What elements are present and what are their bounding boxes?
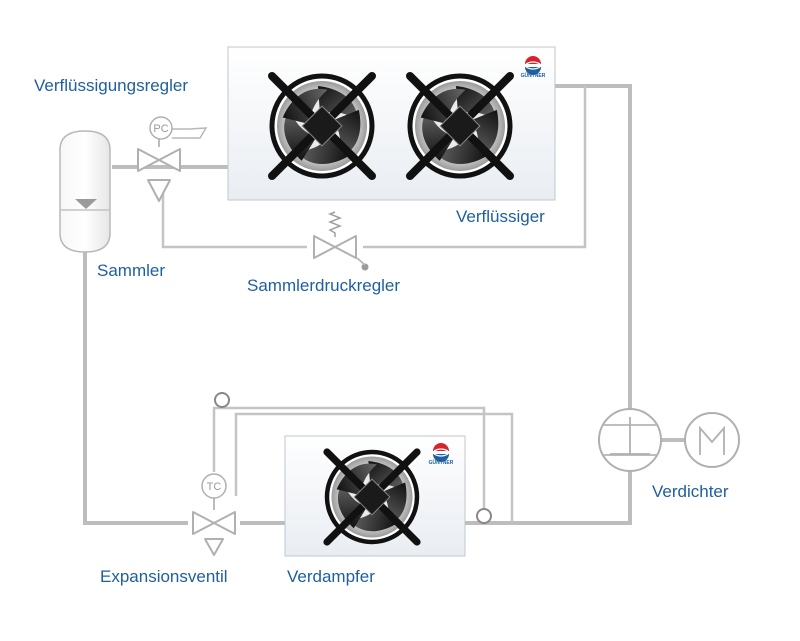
pipe-compressor-to-condenser <box>555 84 632 410</box>
pipe-receiver-to-expansion <box>83 250 188 525</box>
label-receiver: Sammler <box>97 261 165 280</box>
label-condensing-regulator: Verflüssigungsregler <box>34 76 188 95</box>
svg-text:PC: PC <box>153 123 168 135</box>
condenser-unit: GÜNTNER <box>227 46 556 201</box>
svg-text:GÜNTNER: GÜNTNER <box>521 72 546 79</box>
label-expansion-valve: Expansionsventil <box>100 567 228 586</box>
spring-icon <box>327 211 343 237</box>
fan-icon <box>269 76 372 180</box>
pipe-equalizer-line <box>234 412 514 523</box>
label-condenser: Verflüssiger <box>456 207 545 226</box>
receiver-vessel <box>59 130 111 253</box>
svg-text:GÜNTNER: GÜNTNER <box>429 459 454 466</box>
evaporator-unit: GÜNTNER <box>284 435 466 557</box>
pipe-sensor-line <box>212 406 486 508</box>
fan-icon <box>407 76 510 180</box>
pressure-controller-icon: PC <box>149 116 173 140</box>
motor-icon <box>684 412 740 468</box>
piping <box>83 84 632 525</box>
sensor-bulb-icon <box>476 508 492 524</box>
labels: Verflüssigungsregler Verflüssiger Sammle… <box>34 76 729 586</box>
temperature-controller-icon: TC <box>201 473 227 499</box>
label-receiver-pressure-regulator: Sammlerdruckregler <box>247 276 400 295</box>
brand-logo-icon: GÜNTNER <box>429 442 454 466</box>
pipe-bypass-right <box>363 86 587 249</box>
compressor-icon <box>598 408 662 472</box>
liquid-level-icon <box>75 199 97 209</box>
label-evaporator: Verdampfer <box>287 567 375 586</box>
brand-logo-icon: GÜNTNER <box>521 55 546 79</box>
svg-text:TC: TC <box>207 481 222 493</box>
condensing-pressure-regulator: PC <box>137 116 208 202</box>
valve-icon <box>192 511 236 556</box>
sensor-bulb-icon <box>214 392 230 408</box>
compressor <box>598 408 740 472</box>
fan-icon <box>325 452 417 545</box>
label-compressor: Verdichter <box>652 482 729 501</box>
valve-icon <box>137 148 181 202</box>
pipe-bypass <box>161 180 307 249</box>
expansion-valve: TC <box>192 392 492 556</box>
pipe-evaporator-to-compressor <box>465 471 632 525</box>
valve-icon <box>313 235 357 259</box>
receiver-pressure-regulator <box>313 211 369 271</box>
